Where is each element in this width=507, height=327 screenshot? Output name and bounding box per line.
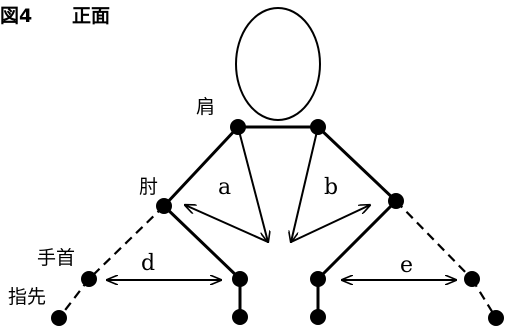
right-upper-arm (316, 125, 398, 203)
view-title: 正面 (72, 5, 110, 27)
right-inner-tip-joint (310, 309, 326, 325)
right-outer-wrist-joint (464, 271, 480, 287)
fingertip-label: 指先 (8, 286, 46, 308)
left-wrist-joint (232, 271, 248, 287)
shoulder-label: 肩 (196, 96, 215, 118)
left-fingertip-joint (51, 310, 67, 326)
arrow-e-label: e (400, 253, 413, 278)
figure-number: 図4 (0, 5, 32, 27)
right-fingertip-joint (488, 310, 504, 326)
right-elbow-joint (388, 193, 404, 209)
arrow-d-label: d (141, 251, 155, 276)
left-hand-segment (58, 278, 90, 319)
arrow-b-label: b (324, 175, 338, 200)
right-shoulder-joint (310, 119, 326, 135)
arrow-a-lower (185, 205, 269, 243)
left-inner-tip-joint (232, 309, 248, 325)
arrow-b-lower (290, 205, 370, 243)
left-elbow-joint (156, 198, 172, 214)
arrow-b-upper (291, 126, 319, 242)
right-dashed-segment (395, 200, 473, 280)
arrow-a-upper (237, 126, 268, 242)
left-upper-arm (162, 125, 240, 208)
right-forearm (316, 199, 398, 281)
right-wrist-joint (310, 271, 326, 287)
left-shoulder-joint (230, 119, 246, 135)
left-outer-wrist-joint (81, 271, 97, 287)
head (235, 7, 321, 121)
elbow-label: 肘 (139, 176, 158, 198)
left-dashed-segment (88, 205, 165, 280)
arrow-a-label: a (218, 175, 231, 200)
wrist-label: 手首 (37, 247, 75, 269)
left-forearm (162, 204, 242, 281)
